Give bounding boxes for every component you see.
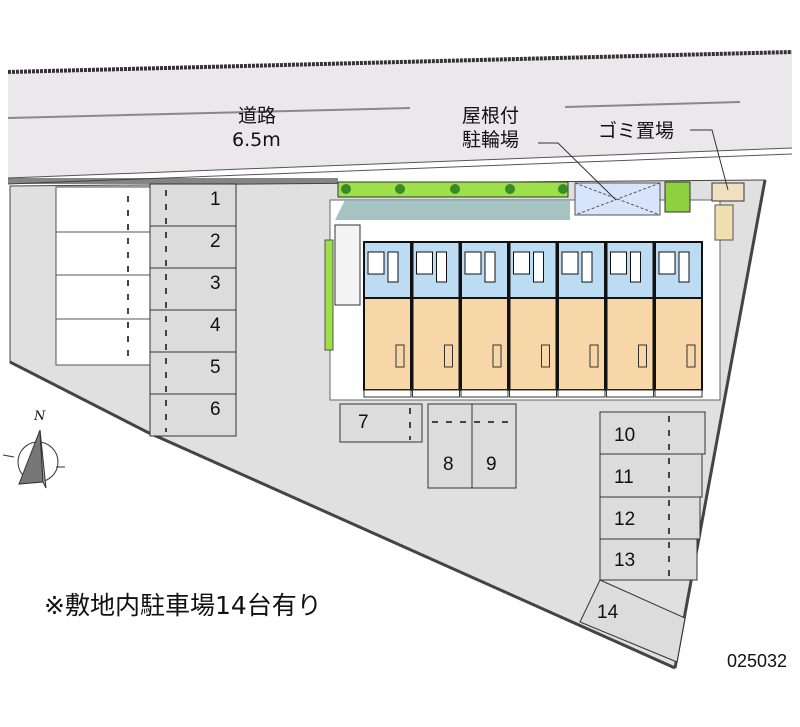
unit-bath [533, 251, 544, 283]
parking-10-14 [579, 411, 706, 663]
bicycle-leader-line [538, 142, 617, 201]
parking-space-3: 3 [210, 273, 221, 294]
unit-bath [484, 251, 496, 283]
unit-room [654, 297, 703, 391]
unit-room [557, 297, 606, 391]
garbage-leader-line [690, 129, 729, 191]
parking-space-7: 7 [358, 412, 369, 433]
road-width-label: 6.5m [232, 129, 281, 151]
parking-space-8: 8 [443, 454, 454, 475]
unit-balcony [654, 389, 703, 398]
unit-bath [678, 251, 690, 283]
unit-furniture [638, 344, 647, 368]
unit-balcony [460, 389, 509, 398]
unit-furniture [444, 344, 453, 368]
unit-balcony [557, 389, 606, 398]
road [7, 50, 793, 185]
unit-bath [436, 251, 447, 283]
unit-kitchen [367, 251, 385, 275]
road-label: 道路 [238, 105, 276, 127]
unit-kitchen [416, 251, 433, 275]
parking-7-9 [339, 403, 517, 489]
unit-room [411, 297, 461, 391]
unit-room [363, 297, 412, 391]
parking-space-1: 1 [210, 189, 221, 210]
compass-north-label: N [33, 409, 46, 424]
unit-room [605, 297, 655, 391]
space-dividers [127, 190, 670, 576]
neighbor-parking [55, 186, 151, 366]
parking-space-5: 5 [210, 357, 221, 378]
unit-furniture [492, 344, 502, 368]
unit-furniture [686, 344, 696, 368]
parking-space-10: 10 [614, 425, 635, 446]
parking-space-12: 12 [614, 509, 635, 530]
unit-room [508, 297, 558, 391]
unit-bath [630, 251, 641, 283]
unit-kitchen [561, 251, 579, 275]
unit-room [460, 297, 509, 391]
unit-balcony [363, 389, 412, 398]
unit-bath [387, 251, 399, 283]
unit-furniture [541, 344, 550, 368]
parking-space-6: 6 [210, 399, 221, 420]
unit-kitchen [464, 251, 482, 275]
parking-space-4: 4 [210, 315, 221, 336]
parking-space-13: 13 [614, 550, 635, 571]
bicycle-parking-label-2: 駐輪場 [462, 129, 519, 151]
parking-space-2: 2 [210, 231, 221, 252]
unit-kitchen [610, 251, 627, 275]
unit-bath [581, 251, 593, 283]
unit-balcony [509, 389, 557, 398]
parking-space-14: 14 [597, 602, 619, 623]
unit-kitchen [513, 251, 530, 275]
parking-note: ※敷地内駐車場14台有り [44, 591, 322, 620]
unit-balcony [606, 389, 654, 398]
parking-space-9: 9 [486, 454, 497, 475]
compass-icon: N [2, 409, 65, 489]
unit-balcony [412, 389, 460, 398]
unit-furniture [589, 344, 599, 368]
apartment-units [363, 241, 703, 398]
property-code: 025032 [727, 651, 787, 671]
parking-space-11: 11 [614, 467, 634, 488]
unit-kitchen [658, 251, 676, 275]
garbage-label: ゴミ置場 [598, 120, 674, 142]
parking-1-6 [149, 183, 237, 437]
unit-furniture [395, 344, 405, 368]
bicycle-parking-label-1: 屋根付 [462, 105, 519, 127]
